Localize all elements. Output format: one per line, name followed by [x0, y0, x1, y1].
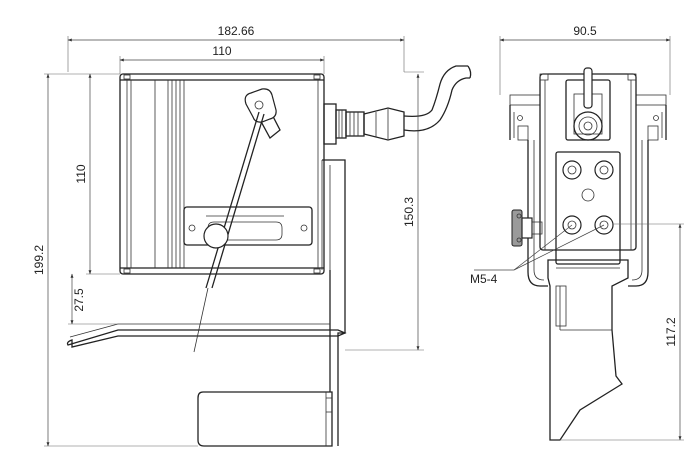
side-knob: [511, 209, 543, 247]
dim-body-width-label: 110: [212, 44, 231, 58]
side-foot: [547, 259, 629, 441]
side-mount-plate: [555, 151, 621, 265]
dim-overall-width: 182.66: [67, 24, 405, 72]
vertical-bracket: [321, 159, 346, 446]
enclosure-body: [119, 73, 325, 275]
dim-bracket-offset-label: 27.5: [72, 288, 86, 312]
dim-body-width: 110: [119, 44, 325, 74]
dim-side-lower-height: 117.2: [560, 223, 684, 441]
side-housing: [539, 67, 637, 251]
dim-overall-width-label: 182.66: [218, 24, 255, 38]
dim-side-width: 90.5: [499, 24, 671, 95]
dim-side-lower-height-label: 117.2: [664, 317, 678, 346]
dim-overall-height: 199.2: [32, 73, 198, 447]
dim-overall-height-label: 199.2: [32, 245, 46, 275]
dim-height-to-bracket-label: 150.3: [402, 197, 416, 227]
adjustment-slot-plate: [183, 206, 313, 246]
cable-connector: [323, 65, 472, 145]
dim-body-height-label: 110: [74, 164, 88, 183]
side-cage: [527, 140, 649, 287]
front-view: 182.66 110 199.2 110 27.5: [32, 24, 472, 447]
side-view: 90.5 117.2 M5-4: [470, 24, 684, 441]
dim-bracket-offset: 27.5: [68, 273, 118, 325]
tilt-lever: [193, 88, 281, 353]
horizontal-bracket: [66, 323, 347, 348]
dim-side-width-label: 90.5: [573, 24, 597, 38]
screw-callout-label: M5-4: [470, 272, 498, 286]
mounting-foot: [197, 391, 333, 447]
dim-height-to-bracket: 150.3: [345, 71, 424, 351]
screw-callout: M5-4: [470, 224, 605, 286]
dim-body-height: 110: [74, 73, 120, 275]
